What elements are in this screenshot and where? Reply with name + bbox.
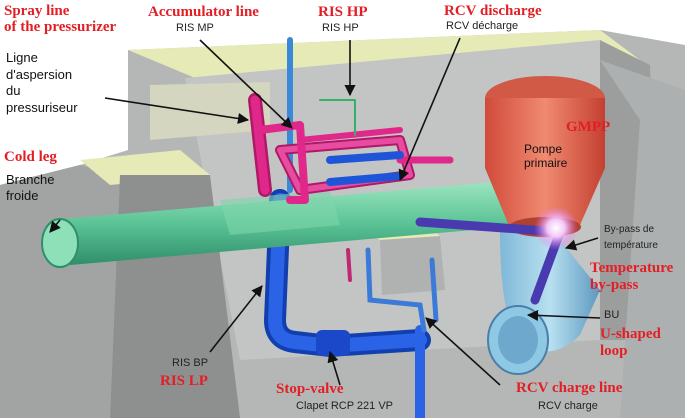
label-spray-line-fr: Ligne d'aspersion du pressuriseur — [6, 50, 78, 115]
label-ris-lp-en: RIS LP — [160, 373, 208, 389]
label-spray-line-en: Spray line of the pressurizer — [4, 3, 117, 35]
label-cold-leg-fr: Branche froide — [6, 172, 55, 204]
ris-lp-pipe — [263, 189, 431, 418]
label-bu: BU — [604, 309, 620, 321]
label-bypass-fr: By-pass de température — [604, 224, 658, 251]
label-rcv-charge-fr: RCV charge — [538, 400, 598, 412]
label-rcv-charge-en: RCV charge line — [516, 380, 623, 396]
label-ris-mp: RIS MP — [176, 22, 214, 34]
injection-lines — [248, 93, 454, 204]
label-bypass-en: Temperature by-pass — [590, 260, 674, 294]
u-shaped-loop — [487, 230, 600, 375]
cold-leg — [41, 180, 530, 268]
label-ris-hp-en: RIS HP — [318, 4, 368, 20]
label-accumulator-line: Accumulator line — [148, 4, 259, 20]
temperature-bypass — [415, 206, 578, 305]
label-stop-valve: Stop-valve — [276, 381, 344, 397]
label-ris-hp-fr: RIS HP — [322, 22, 359, 34]
thin-pipes — [287, 37, 439, 333]
label-ris-bp: RIS BP — [172, 357, 209, 369]
leader-arrows — [49, 37, 601, 386]
label-pompe-primaire: Pompe primaire — [524, 142, 568, 171]
label-cold-leg-en: Cold leg — [4, 149, 57, 165]
label-u-shaped-loop: U-shaped loop — [600, 326, 661, 360]
label-clapet: Clapet RCP 221 VP — [296, 400, 394, 412]
label-rcv-discharge-fr: RCV décharge — [446, 20, 519, 32]
label-rcv-discharge-en: RCV discharge — [444, 3, 542, 19]
label-gmpp: GMPP — [566, 119, 611, 135]
